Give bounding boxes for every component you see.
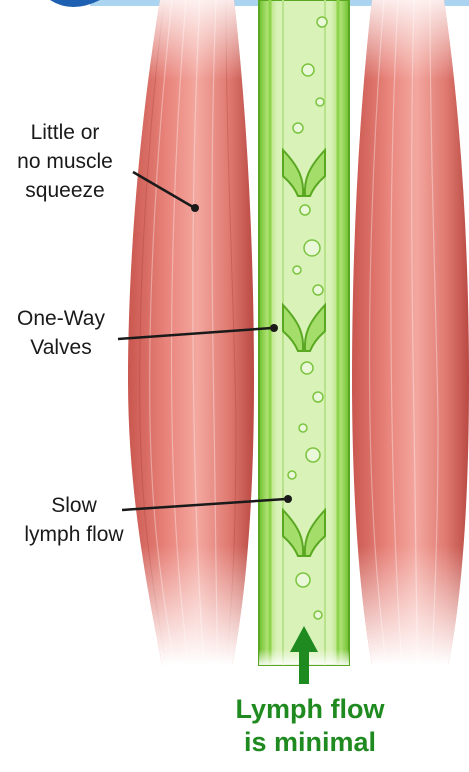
label-muscle-squeeze-line-2: no muscle: [6, 147, 124, 176]
right-muscle: [352, 0, 469, 665]
label-slow-line-1: Slow: [8, 491, 140, 520]
label-one-way-valves: One-Way Valves: [2, 304, 120, 362]
label-valves-line-2: Valves: [2, 333, 120, 362]
label-muscle-squeeze: Little or no muscle squeeze: [6, 118, 124, 205]
label-muscle-squeeze-line-3: squeeze: [6, 176, 124, 205]
label-slow-lymph-flow: Slow lymph flow: [8, 491, 140, 549]
caption-lymph-flow-minimal: Lymph flow is minimal: [200, 693, 420, 759]
label-muscle-squeeze-line-1: Little or: [6, 118, 124, 147]
label-slow-line-2: lymph flow: [8, 520, 140, 549]
label-valves-line-1: One-Way: [2, 304, 120, 333]
left-muscle: [128, 0, 254, 665]
caption-line-1: Lymph flow: [200, 693, 420, 726]
caption-line-2: is minimal: [200, 726, 420, 759]
